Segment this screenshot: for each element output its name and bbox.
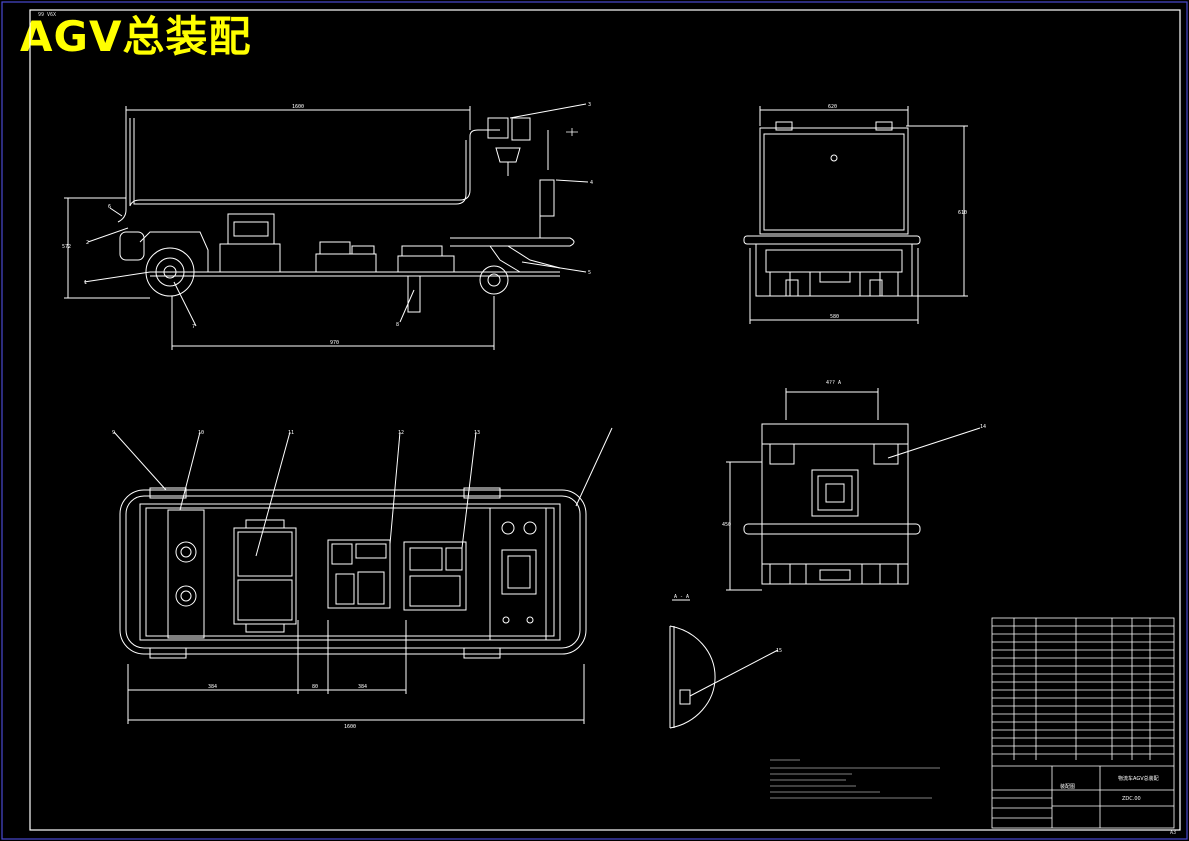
callout-9: 9	[112, 430, 115, 436]
dim-front-height: 610	[958, 210, 967, 216]
callout-1: 1	[84, 280, 87, 286]
callout-7: 7	[192, 324, 195, 330]
title-block-sheet: 装配图	[1060, 783, 1075, 790]
callout-4: 4	[590, 180, 593, 186]
top-left-note: 99 V6X	[38, 12, 57, 18]
dim-rear-height: 450	[722, 522, 731, 528]
section-label: A - A	[674, 594, 689, 600]
callout-12: 12	[398, 430, 404, 436]
rear-view	[726, 388, 981, 591]
title-block	[991, 617, 1175, 829]
corner-label: A3	[1170, 830, 1177, 836]
top-view	[113, 427, 613, 724]
callout-2: 2	[86, 240, 89, 246]
callout-13: 13	[474, 430, 480, 436]
callout-3: 3	[588, 102, 591, 108]
dim-front-width: 620	[828, 104, 837, 110]
dim-top-total: 1600	[344, 724, 356, 730]
callout-6: 6	[108, 204, 111, 210]
dim-side-bottom: 970	[330, 340, 339, 346]
dim-side-top: 1600	[292, 104, 304, 110]
dim-rear-top: 4?? A	[826, 380, 841, 386]
drawing-labels: 1600 970 572 620 610 580 1600 384 80 384…	[62, 104, 967, 730]
title-block-name: 物流车AGV总装配	[1118, 775, 1159, 782]
dim-top-seg2: 80	[312, 684, 318, 690]
callout-5: 5	[588, 270, 591, 276]
callout-8: 8	[396, 322, 399, 328]
dim-side-height: 572	[62, 244, 71, 250]
callout-14: 14	[980, 424, 986, 430]
inner-frame	[29, 9, 1181, 831]
dim-top-seg3: 384	[358, 684, 367, 690]
technical-notes	[770, 759, 940, 799]
callout-10: 10	[198, 430, 204, 436]
title-block-text: 物流车AGV总装配 ZDC.00 装配图	[1060, 775, 1159, 802]
dim-front-bottom: 580	[830, 314, 839, 320]
callout-11: 11	[288, 430, 294, 436]
title-block-drawing-no: ZDC.00	[1122, 796, 1141, 802]
side-view	[64, 103, 589, 350]
drawing-title: AGV总装配	[20, 12, 252, 61]
front-view	[743, 106, 968, 324]
dim-top-seg1: 384	[208, 684, 217, 690]
callout-15: 15	[776, 648, 782, 654]
section-view	[669, 599, 779, 729]
